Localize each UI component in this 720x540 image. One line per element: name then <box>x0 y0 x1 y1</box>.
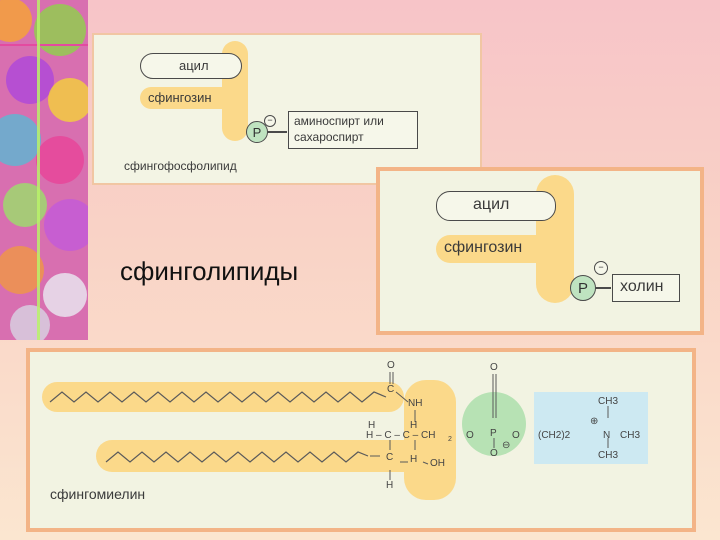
atom-ch2-subscript: 2 <box>448 436 452 443</box>
acyl-pill: ацил <box>436 191 556 221</box>
atom-c-carbonyl: C <box>387 384 395 395</box>
sphingosine-highlight-bar <box>140 87 248 109</box>
atom-o-phosphate-bottom: O <box>490 448 498 459</box>
phosphate-bond <box>267 131 287 133</box>
choline-box: холин <box>612 274 680 302</box>
acyl-zigzag <box>49 391 387 403</box>
acyl-pill: ацил <box>140 53 242 79</box>
phosphate-bond <box>595 287 611 289</box>
sphingosine-head-highlight <box>404 380 456 500</box>
alcohol-group-line1: аминоспирт или <box>294 114 384 128</box>
choline-label: холин <box>620 278 664 295</box>
atom-row-h-c-c-ch: H – C – C – CH <box>366 430 436 441</box>
nitrogen-positive-charge: ⊕ <box>590 416 599 427</box>
panel-choline: ацил сфингозин P − холин <box>376 167 704 335</box>
alcohol-group-box: аминоспирт или сахароспирт <box>288 111 418 149</box>
atom-o-link1: O <box>466 430 474 441</box>
atom-o-link2: O <box>512 430 520 441</box>
atom-n: N <box>603 430 611 441</box>
slide-title: сфинголипиды <box>120 256 299 286</box>
sphingomyelin-caption: сфингомиелин <box>50 486 146 502</box>
sphingosine-chain-highlight <box>96 440 456 472</box>
panel-sphingomyelin: O C NH H H H – C – C – CH 2 C H OH H O O… <box>26 348 696 532</box>
atom-h-left: H <box>368 420 376 431</box>
panel-sphingophospholipid: ацил сфингозин P − аминоспирт или сахаро… <box>92 33 482 185</box>
acyl-label: ацил <box>473 196 510 213</box>
decorative-left-strip <box>0 0 88 340</box>
decorative-vertical-line <box>37 0 40 340</box>
phosphate-circle: P <box>570 275 596 301</box>
sphingosine-label: сфингозин <box>148 90 212 105</box>
phosphate-label: P <box>252 124 262 140</box>
decorative-horizontal-line <box>0 44 88 46</box>
atom-p: P <box>490 428 497 439</box>
atom-h-mid: H <box>410 420 418 431</box>
atom-o-phosphate-top: O <box>490 362 498 373</box>
atom-ch2-chain: (CH2)2 <box>538 430 571 441</box>
alcohol-group-line2: сахароспирт <box>294 130 364 144</box>
sphingophospholipid-caption: сфингофосфолипид <box>124 159 237 173</box>
hydrocarbon-chains <box>49 372 609 480</box>
c-nh-bond <box>395 391 409 403</box>
sphingosine-label: сфингозин <box>444 239 523 256</box>
phosphate-label: P <box>577 279 588 297</box>
phosphate-negative-charge: ⊖ <box>502 440 511 451</box>
phosphate-charge: − <box>264 115 276 127</box>
phosphate-circle: P <box>246 121 268 143</box>
sphingosine-zigzag <box>105 451 369 463</box>
phosphate-charge: − <box>594 261 608 275</box>
atom-o-carbonyl: O <box>387 360 395 371</box>
atom-ch3-right: CH3 <box>620 430 641 441</box>
atom-nh: NH <box>408 398 423 409</box>
atom-c-lower: C <box>386 452 394 463</box>
atom-h-lower: H <box>410 454 418 465</box>
sphingosine-highlight-bar <box>436 235 574 263</box>
atom-ch3-top: CH3 <box>598 396 619 407</box>
atom-ch3-bottom: CH3 <box>598 450 619 461</box>
atom-h-bottom: H <box>386 480 394 491</box>
atom-oh: OH <box>430 458 445 469</box>
choline-highlight <box>534 392 648 464</box>
acyl-label: ацил <box>179 58 209 73</box>
